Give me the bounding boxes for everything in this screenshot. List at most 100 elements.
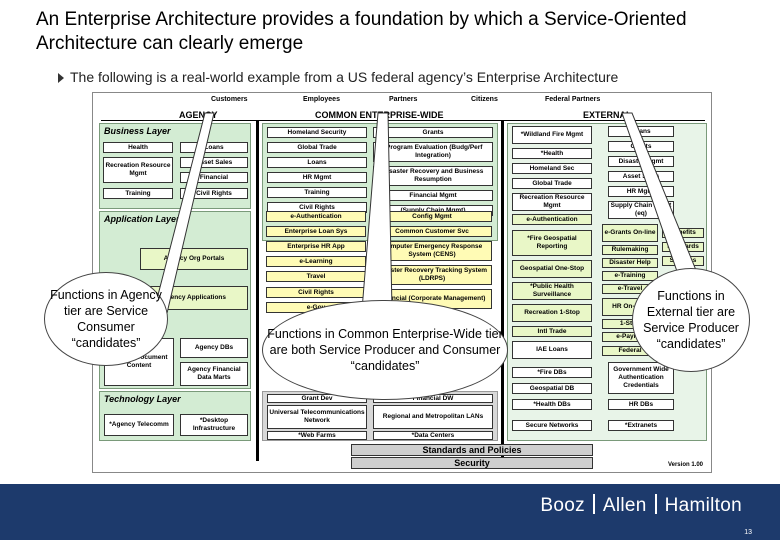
enterprise-architecture-diagram: Customers Employees Partners Citizens Fe…: [92, 92, 712, 473]
external-divider: [501, 121, 504, 461]
application-layer-title: Application Layer: [104, 214, 180, 224]
brand-word-booz: Booz: [540, 495, 585, 516]
external-cell: Standards: [662, 242, 704, 252]
common-app-cell: e-Authentication: [266, 211, 366, 222]
agency-cell: Training: [103, 188, 173, 199]
page-number: 13: [744, 529, 752, 536]
tier-line: [101, 120, 705, 121]
common-cell: Training: [267, 187, 367, 198]
audience-partners: Partners: [389, 96, 418, 103]
brand-separator: [592, 494, 595, 514]
agency-technology-panel: Technology Layer *Agency Telecomm *Deskt…: [99, 391, 251, 441]
version-label: Version 1.00: [667, 462, 703, 468]
agency-cell: Civil Rights: [180, 188, 248, 199]
external-callout: Functions in External tier are Service P…: [632, 268, 750, 372]
audience-customers: Customers: [211, 96, 248, 103]
common-cell: *Program Evaluation (Budg/Perf Integrati…: [373, 142, 493, 162]
tier-common: COMMON ENTERPRISE-WIDE: [315, 110, 444, 120]
bullet-text: The following is a real-world example fr…: [70, 69, 619, 85]
standards-bar: Standards and Policies: [351, 444, 593, 456]
external-cell: HR DBs: [608, 399, 674, 410]
external-cell: Government Wide Authentication Credentia…: [608, 362, 674, 394]
business-layer-title: Business Layer: [104, 126, 171, 136]
common-app-cell: Civil Rights: [266, 287, 366, 298]
common-cell: HR Mgmt: [267, 172, 367, 183]
common-cell: Financial Mgmt: [373, 190, 493, 201]
common-cell: Global Trade: [267, 142, 367, 153]
external-cell: *Wildland Fire Mgmt: [512, 126, 592, 144]
agency-cell: Health: [103, 142, 173, 153]
common-callout: Functions in Common Enterprise-Wide tier…: [262, 300, 508, 400]
external-cell: IAE Loans: [512, 341, 592, 359]
common-app-cell: Disaster Recovery Tracking System (LDRPS…: [372, 265, 492, 285]
common-app-cell: Config Mgmt: [372, 211, 492, 222]
agency-divider: [256, 121, 259, 461]
common-app-cell: Computer Emergency Response System (CENS…: [372, 241, 492, 261]
common-cell: Loans: [267, 157, 367, 168]
external-cell: Asset Sales: [608, 171, 674, 182]
external-cell: Disaster Mgmt: [608, 156, 674, 167]
common-app-cell: Enterprise Loan Sys: [266, 226, 366, 237]
tier-external: EXTERNAL: [583, 110, 632, 120]
brand-separator: [654, 494, 657, 514]
external-cell: e-Training: [602, 271, 658, 281]
external-cell: HR Mgmt: [608, 186, 674, 197]
external-cell: Global Trade: [512, 178, 592, 189]
external-cell: Recreation 1-Stop: [512, 304, 592, 322]
common-tech-cell: *Web Farms: [267, 431, 367, 440]
agency-portals-cell: Agency Org Portals: [140, 248, 248, 270]
agency-tech-cell: *Desktop Infrastructure: [180, 414, 248, 436]
agency-data-cell: Agency Financial Data Marts: [180, 362, 248, 386]
common-app-cell: e-Learning: [266, 256, 366, 267]
common-cell: Grants: [373, 127, 493, 138]
slide-title: An Enterprise Architecture provides a fo…: [36, 9, 687, 54]
external-cell: Geospatial DB: [512, 383, 592, 394]
common-cell: Homeland Security: [267, 127, 367, 138]
audience-federal-partners: Federal Partners: [545, 96, 601, 103]
agency-data-cell: Agency DBs: [180, 338, 248, 358]
external-cell: Intl Trade: [512, 326, 592, 337]
common-app-cell: Enterprise HR App: [266, 241, 366, 252]
external-cell: *Extranets: [608, 420, 674, 431]
brand-word-hamilton: Hamilton: [664, 495, 742, 516]
common-tech-cell: Regional and Metropolitan LANs: [373, 405, 493, 429]
agency-business-panel: Business Layer Health Loans Recreation R…: [99, 123, 251, 209]
common-cell: Disaster Recovery and Business Resumptio…: [373, 166, 493, 186]
agency-cell: Loans: [180, 142, 248, 153]
external-cell: Services: [662, 256, 704, 266]
common-app-cell: Common Customer Svc: [372, 226, 492, 237]
brand-word-allen: Allen: [602, 495, 647, 516]
external-cell: Rulemaking: [602, 245, 658, 255]
external-cell: *Fire DBs: [512, 367, 592, 378]
external-cell: *Public Health Surveillance: [512, 282, 592, 300]
agency-cell: Recreation Resource Mgmt: [103, 157, 173, 183]
common-app-cell: Travel: [266, 271, 366, 282]
external-cell: Benefits: [662, 228, 704, 238]
brand-logo: Booz Allen Hamilton: [540, 494, 742, 517]
tier-agency: AGENCY: [179, 110, 218, 120]
agency-cell: Asset Sales: [180, 157, 248, 168]
external-cell: Supply Chain Mgmt (eq): [608, 201, 674, 219]
external-cell: *Fire Geospatial Reporting: [512, 230, 592, 256]
external-cell: Recreation Resource Mgmt: [512, 193, 592, 211]
external-cell: Loans: [608, 126, 674, 137]
external-cell: Secure Networks: [512, 420, 592, 431]
audience-employees: Employees: [303, 96, 340, 103]
security-bar: Security: [351, 457, 593, 469]
common-tech-cell: Universal Telecommunications Network: [267, 405, 367, 429]
bullet-arrow-icon: [58, 73, 64, 84]
common-tech-cell: *Data Centers: [373, 431, 493, 440]
slide-bullet: The following is a real-world example fr…: [58, 69, 618, 85]
footer-bar: Booz Allen Hamilton 13: [0, 484, 780, 540]
external-cell: e-Authentication: [512, 214, 592, 225]
external-cell: Disaster Help: [602, 258, 658, 268]
agency-callout: Functions in Agency tier are Service Con…: [44, 272, 168, 366]
agency-cell: Financial: [180, 172, 248, 183]
external-cell: Geospatial One-Stop: [512, 260, 592, 278]
external-cell: Grants: [608, 141, 674, 152]
agency-tech-cell: *Agency Telecomm: [104, 414, 174, 436]
technology-layer-title: Technology Layer: [104, 394, 181, 404]
audience-citizens: Citizens: [471, 96, 498, 103]
external-cell: e-Grants On-line: [602, 224, 658, 242]
external-cell: *Health: [512, 148, 592, 159]
